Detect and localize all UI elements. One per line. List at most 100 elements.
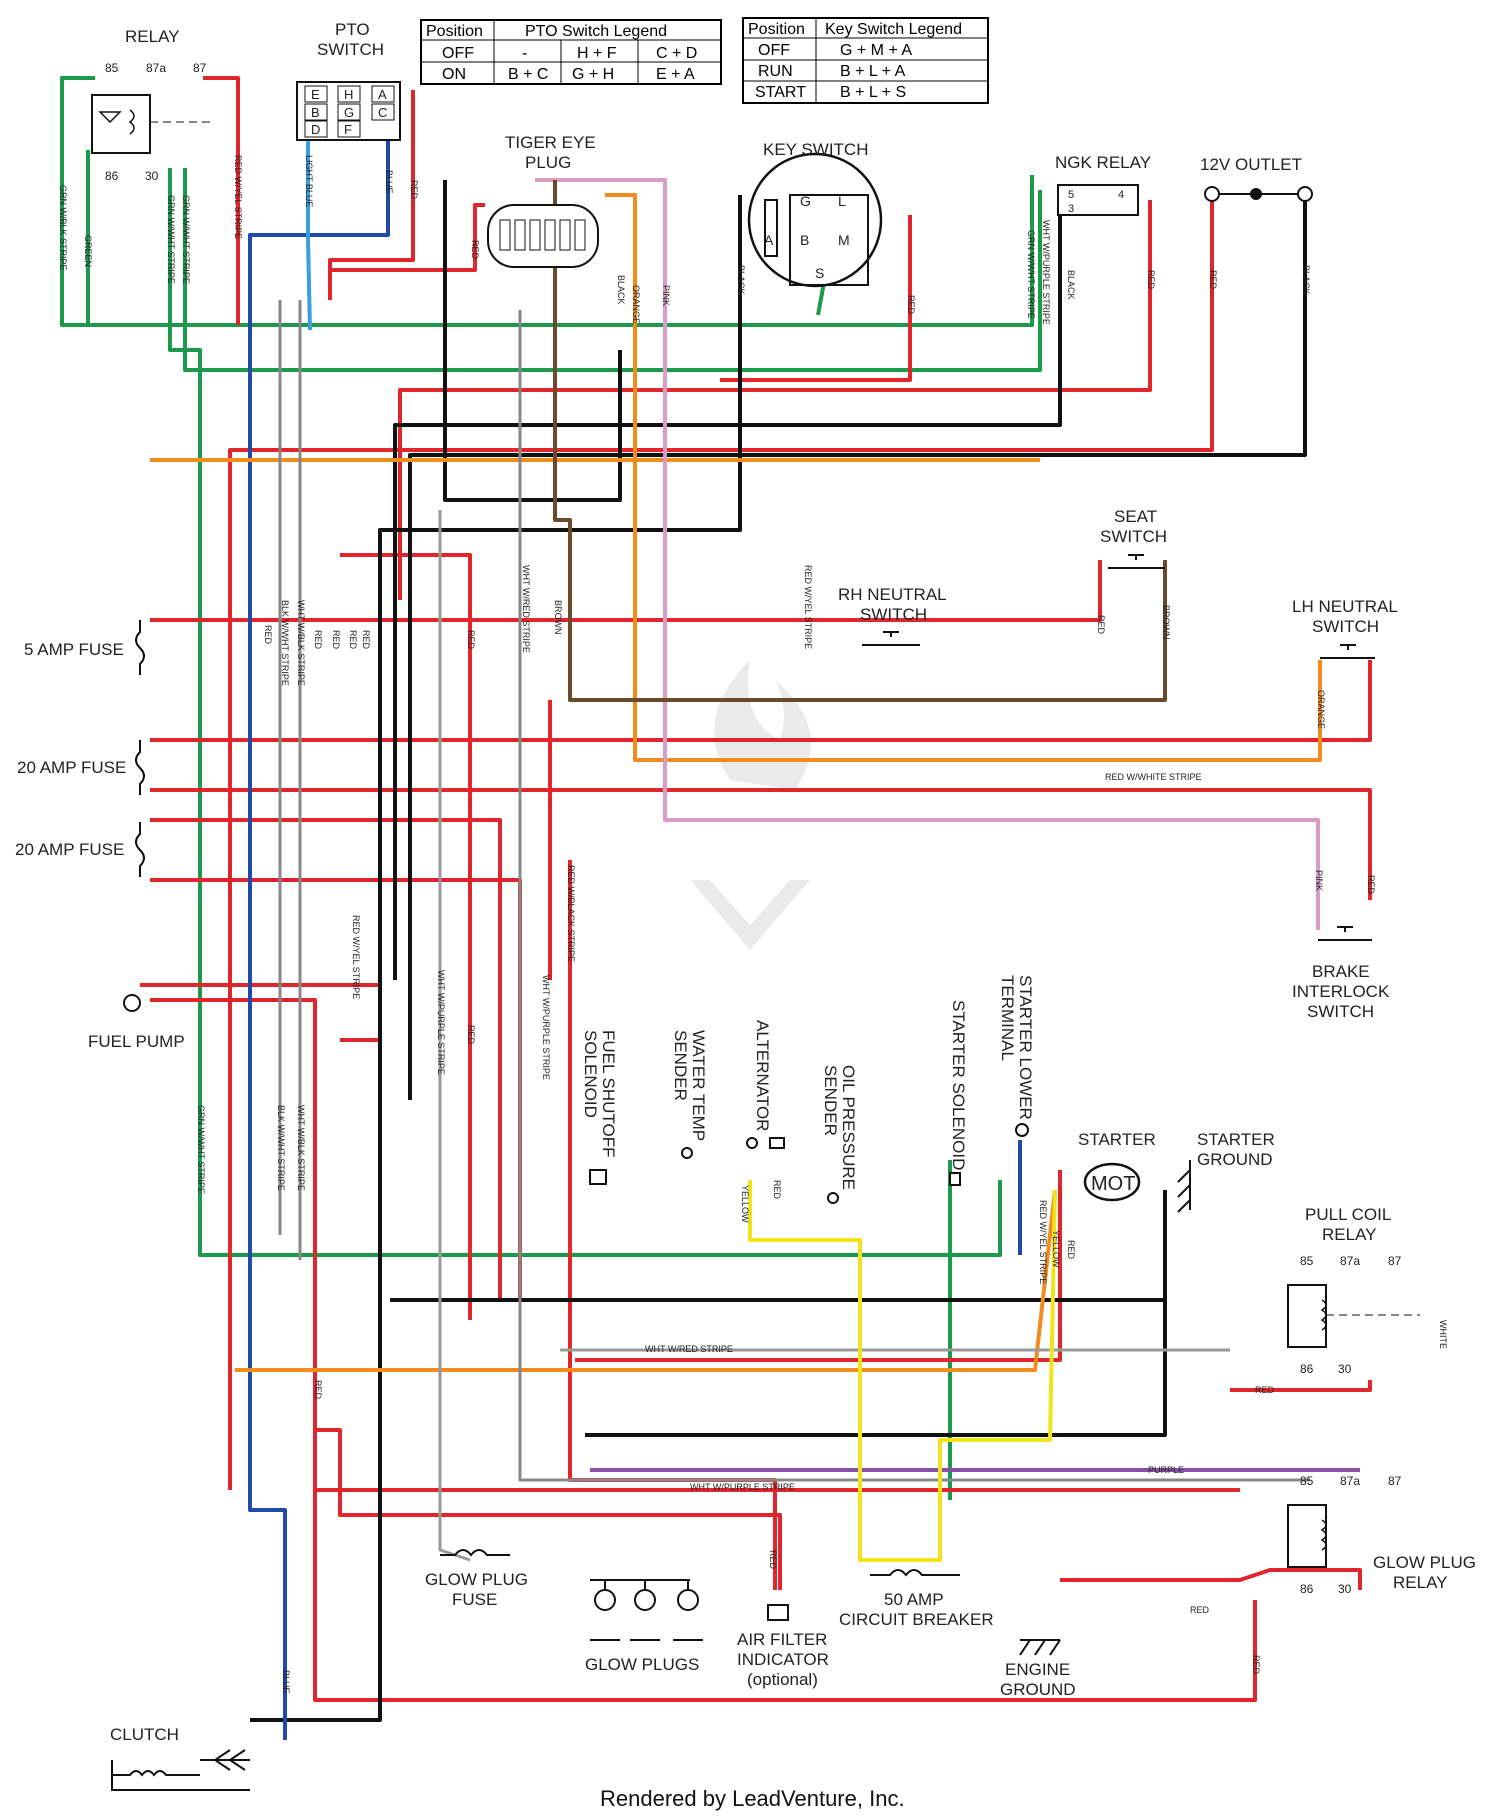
starter-label: STARTER (1078, 1130, 1156, 1149)
breaker-label: 50 AMP (884, 1590, 944, 1609)
wire-label: WHITE (1438, 1320, 1448, 1349)
air-filter-label: (optional) (747, 1670, 818, 1689)
wire-label: RED (1096, 615, 1106, 635)
starter-solenoid: STARTER SOLENOID (949, 1000, 968, 1170)
engine-ground-label: GROUND (1000, 1680, 1076, 1699)
pull-coil-label: RELAY (1322, 1225, 1377, 1244)
wire-label: RED W/WHITE STRIPE (1105, 772, 1202, 782)
rh-neutral-label: SWITCH (860, 605, 927, 624)
key-switch-legend-table: Position Key Switch Legend OFF G + M + A… (742, 17, 989, 104)
pto-pin: C (378, 105, 387, 120)
circuit-breaker-50a: 50 AMP CIRCUIT BREAKER (839, 1569, 994, 1629)
ngk-pin: 4 (1118, 189, 1124, 201)
wire-label: RED (772, 1180, 782, 1200)
wire-label: RED W/YEL STRIPE (233, 155, 243, 239)
key-legend-cell: OFF (758, 42, 790, 59)
wire-yellow (748, 1180, 1057, 1562)
oil-pressure-label: OIL PRESSURE (839, 1065, 858, 1190)
air-filter-label: AIR FILTER (737, 1630, 827, 1649)
wire-label: RED (361, 630, 371, 650)
ngk-pin: 5 (1068, 189, 1074, 201)
engine-connectors (589, 1123, 1029, 1204)
rh-neutral-label: RH NEUTRAL (838, 585, 947, 604)
water-temp-label: SENDER (671, 1030, 690, 1101)
wire-label: RED W/YEL STRIPE (1038, 1200, 1048, 1284)
key-legend-cell: B + L + S (840, 84, 906, 101)
wire-label: BROWN (1161, 605, 1171, 640)
key-pin: B (800, 232, 809, 248)
wire-label: WHT W/PURPLE STRIPE (690, 1482, 795, 1492)
wire-label: RED (906, 295, 916, 315)
wire-label: ORANGE (631, 285, 641, 324)
pto-pin: H (344, 87, 353, 102)
glow-plug-relay-label: RELAY (1393, 1573, 1448, 1592)
terminal-label: 87a (1340, 1474, 1360, 1488)
wire-label: WHT W/BLK STRIPE (296, 1105, 306, 1191)
pto-pin: D (311, 122, 320, 137)
wire-label: WHT W/PURPLE STRIPE (1041, 220, 1051, 325)
seat-switch: SEAT SWITCH (1100, 507, 1167, 569)
key-pin: M (838, 232, 850, 248)
wire-label: PURPLE (1148, 1465, 1184, 1475)
pto-pin: A (378, 87, 387, 102)
wire-label: RED (470, 240, 480, 260)
wire-label: PINK (661, 285, 671, 306)
glow-plug-relay: 85 87a 87 86 30 GLOW PLUG RELAY (1287, 1474, 1476, 1596)
starter-motor-label: MOT (1091, 1173, 1135, 1195)
brake-interlock-switch: BRAKE INTERLOCK SWITCH (1292, 926, 1390, 1021)
starter-lower-label: TERMINAL (998, 975, 1017, 1061)
oil-pressure-label: SENDER (821, 1065, 840, 1136)
wire-label: BLUE (281, 1670, 291, 1694)
glow-plug-relay-label: GLOW PLUG (1373, 1553, 1476, 1572)
outlet-12v: 12V OUTLET (1200, 155, 1313, 202)
brake-label: BRAKE (1312, 962, 1370, 981)
key-legend-cell: RUN (758, 63, 793, 80)
wire-label: WHT W/PURPLE STRIPE (541, 975, 551, 1080)
terminal-label: 87a (146, 61, 166, 75)
terminal-label: 30 (145, 169, 159, 183)
wire-label: WHT W/RED STRIPE (645, 1344, 733, 1354)
key-legend-cell: G + M + A (840, 42, 912, 59)
starter-lower-label: STARTER LOWER (1016, 975, 1035, 1120)
wire-label: WHT W/RED STRIPE (521, 565, 531, 653)
wire-label: BLACK (1301, 265, 1311, 295)
wire-label: BLACK (1066, 270, 1076, 300)
pto-switch-label: PTO (335, 20, 370, 39)
wire-label: GRN W/WHT STRIPE (1026, 230, 1036, 319)
wire-label: BLUE (384, 170, 394, 194)
wire-label: GRN W/WHT STRIPE (181, 195, 191, 284)
wire-label: BLK W/WHT STRIPE (276, 1105, 286, 1191)
starter-ground-label: STARTER (1197, 1130, 1275, 1149)
wire-label: WHT W/PURPLE STRIPE (436, 970, 446, 1075)
wire-blue (248, 120, 390, 1740)
terminal-label: 85 (105, 61, 119, 75)
wire-label: RED W/YEL STRIPE (803, 565, 813, 649)
wire-label: LIGHT BLUE (304, 155, 314, 207)
glow-plug-fuse-label: GLOW PLUG (425, 1570, 528, 1589)
ngk-relay-label: NGK RELAY (1055, 153, 1151, 172)
key-pin: A (764, 232, 774, 248)
pto-legend-cell: - (522, 45, 527, 62)
wire-label: RED (409, 180, 419, 200)
terminal-label: 30 (1338, 1582, 1352, 1596)
breaker-label: CIRCUIT BREAKER (839, 1610, 994, 1629)
wire-label: RED (331, 630, 341, 650)
relay-top: RELAY 85 87a 87 86 30 (91, 27, 215, 183)
starter-ground-label: GROUND (1197, 1150, 1273, 1169)
lh-neutral-switch: LH NEUTRAL SWITCH (1292, 597, 1398, 659)
fuse-20a-1: 20 AMP FUSE (17, 740, 145, 795)
wire-label: RED (1255, 1385, 1275, 1395)
lh-neutral-label: SWITCH (1312, 617, 1379, 636)
fuel-pump-label: FUEL PUMP (88, 1032, 185, 1051)
wire-label: PINK (1314, 870, 1324, 891)
lh-neutral-label: LH NEUTRAL (1292, 597, 1398, 616)
wire-label: RED (466, 1025, 476, 1045)
wire-red (203, 76, 240, 325)
pto-legend-header-position: Position (426, 23, 483, 40)
wire-label: WHT W/BLK STRIPE (296, 600, 306, 686)
wire-label: BLACK (736, 265, 746, 295)
air-filter-label: INDICATOR (737, 1650, 829, 1669)
key-pin: G (800, 193, 811, 209)
pto-pin: E (311, 87, 320, 102)
wire-label: RED (768, 1550, 778, 1570)
